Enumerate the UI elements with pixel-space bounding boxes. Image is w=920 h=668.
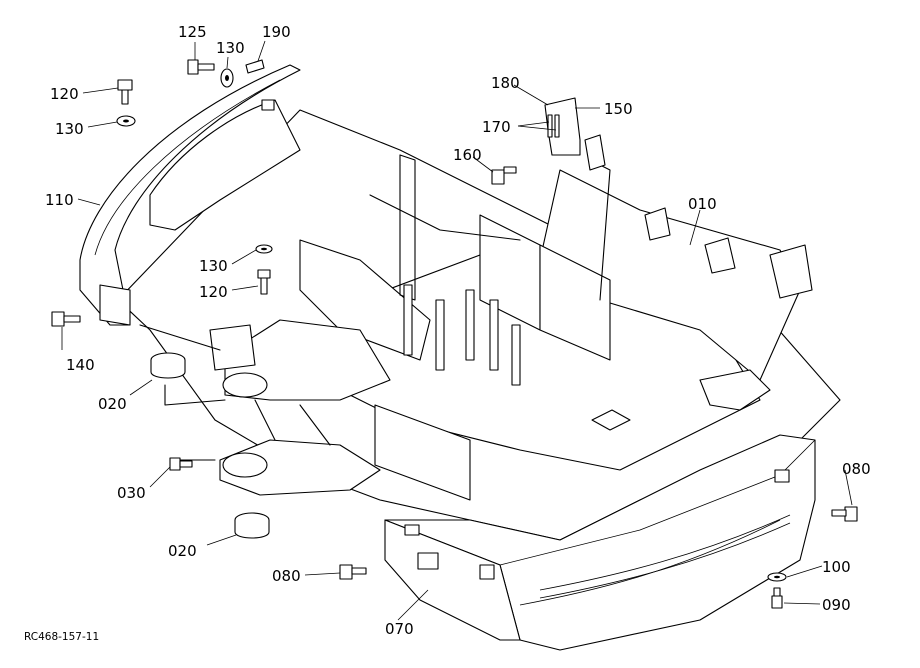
callout-030: 030 xyxy=(117,484,146,502)
callout-010: 010 xyxy=(688,195,717,213)
callout-130-mid: 130 xyxy=(199,257,228,275)
callout-100: 100 xyxy=(822,558,851,576)
callout-080-left: 080 xyxy=(272,567,301,585)
callout-160: 160 xyxy=(453,146,482,164)
callout-120-top: 120 xyxy=(50,85,79,103)
callout-120-mid: 120 xyxy=(199,283,228,301)
leader-lines xyxy=(61,40,853,621)
callout-070: 070 xyxy=(385,620,414,638)
main-frame xyxy=(117,109,841,541)
callout-020-bottom: 020 xyxy=(168,542,197,560)
counterweight-070 xyxy=(384,434,816,651)
callout-labels: 125 130 190 120 130 110 130 120 140 020 … xyxy=(45,23,871,638)
callout-140: 140 xyxy=(66,356,95,374)
callout-190: 190 xyxy=(262,23,291,41)
fasteners xyxy=(51,59,858,609)
callout-180: 180 xyxy=(491,74,520,92)
callout-130-top: 130 xyxy=(216,39,245,57)
callout-090: 090 xyxy=(822,596,851,614)
cover-110 xyxy=(79,64,301,326)
callout-130-left: 130 xyxy=(55,120,84,138)
callout-150: 150 xyxy=(604,100,633,118)
callout-110: 110 xyxy=(45,191,74,209)
drawing-code: RC468-157-11 xyxy=(24,631,99,643)
callout-080-right: 080 xyxy=(842,460,871,478)
callout-020-top: 020 xyxy=(98,395,127,413)
callout-170: 170 xyxy=(482,118,511,136)
callout-125: 125 xyxy=(178,23,207,41)
